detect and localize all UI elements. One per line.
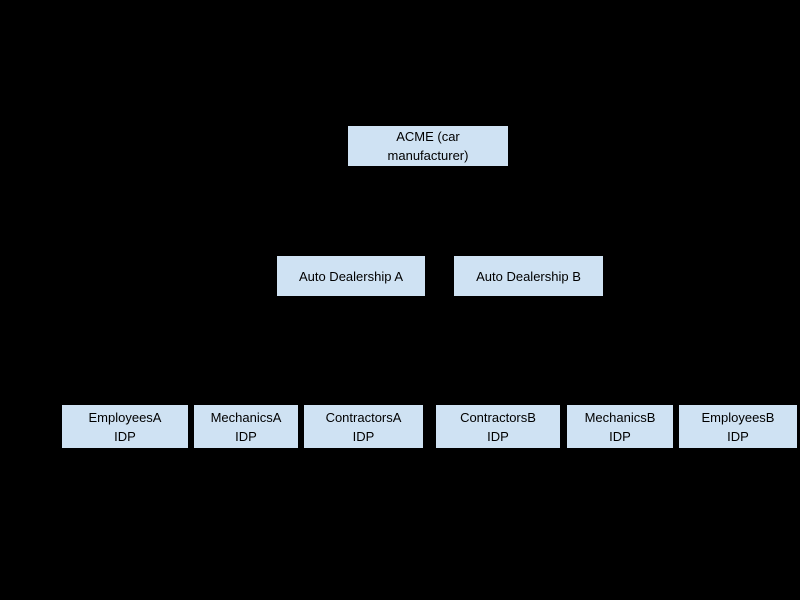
node-contractors-b-idp: ContractorsB IDP [436, 405, 560, 448]
node-acme-car-manufacturer: ACME (car manufacturer) [348, 126, 508, 166]
node-employees-b-idp: EmployeesB IDP [679, 405, 797, 448]
node-auto-dealership-a: Auto Dealership A [277, 256, 425, 296]
node-auto-dealership-b: Auto Dealership B [454, 256, 603, 296]
node-contractors-a-idp: ContractorsA IDP [304, 405, 423, 448]
node-mechanics-b-idp: MechanicsB IDP [567, 405, 673, 448]
node-mechanics-a-idp: MechanicsA IDP [194, 405, 298, 448]
node-employees-a-idp: EmployeesA IDP [62, 405, 188, 448]
